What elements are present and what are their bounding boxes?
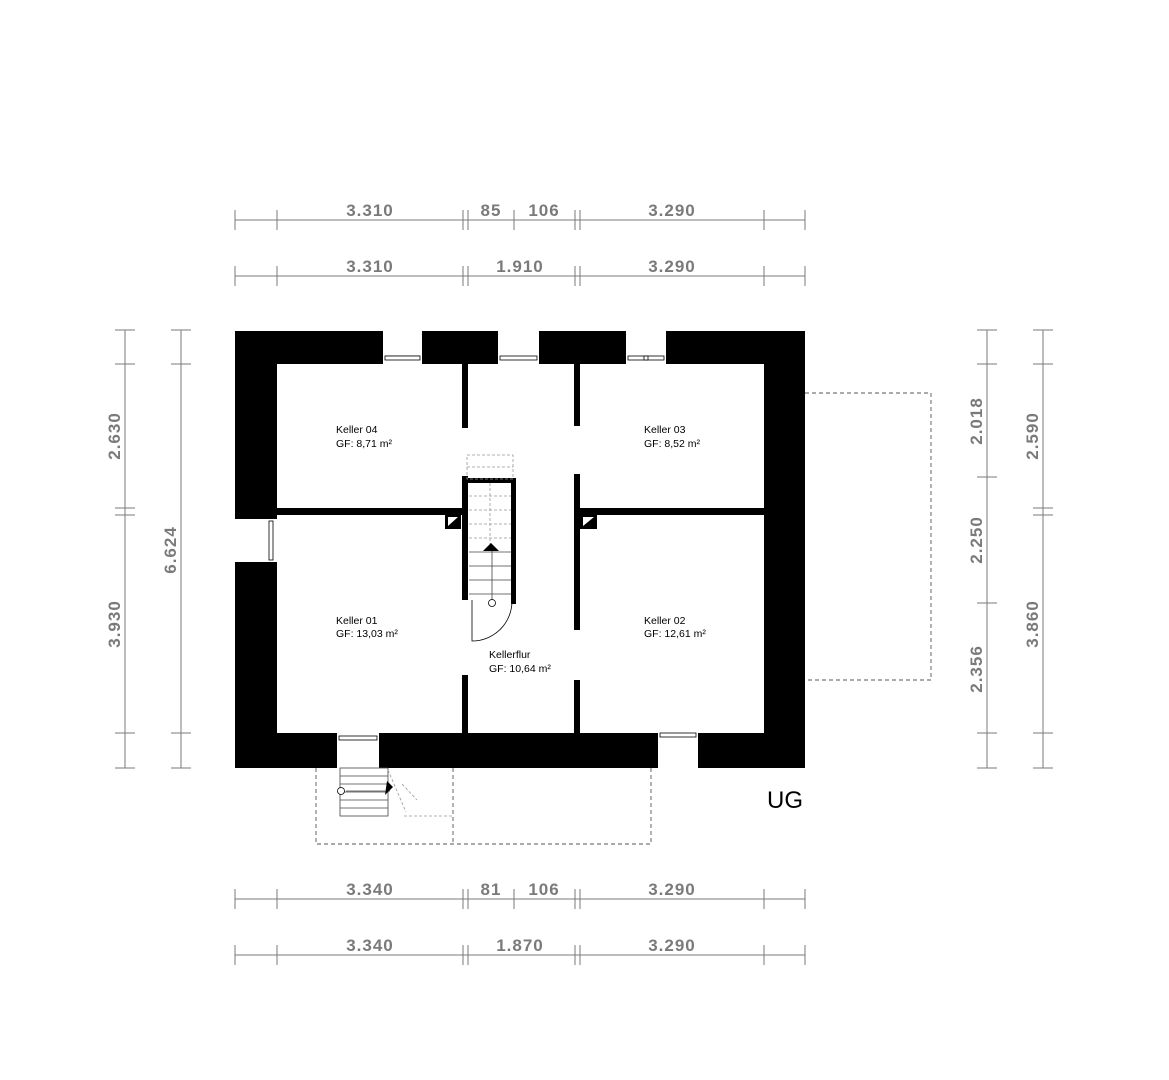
dim-top1-a: 3.310 [346,201,394,220]
dim-left-outer: 6.624 [161,526,180,574]
top-dimension-chain-1: 3.310 85 106 3.290 [234,201,806,230]
dim-bottom1-a: 3.340 [346,880,394,899]
bottom-dimension-chain-2: 3.340 1.870 3.290 [234,936,806,965]
interior-stair-icon [466,454,514,642]
room-name-keller-03: Keller 03 [644,424,686,436]
outdoor-outlines [315,392,932,845]
walls [235,331,805,768]
room-label-keller-02: Keller 02 GF: 12,61 m² [644,615,706,640]
dim-right-outer-a: 2.590 [1023,412,1042,460]
room-area-keller-01: GF: 13,03 m² [336,628,398,640]
room-name-keller-02: Keller 02 [644,615,686,627]
dim-right-inner-b: 2.250 [967,516,986,564]
room-label-keller-04: Keller 04 GF: 8,71 m² [336,424,393,450]
dim-top2-a: 3.310 [346,257,394,276]
room-label-keller-03: Keller 03 GF: 8,52 m² [644,424,701,450]
dim-bottom1-d: 3.290 [648,880,696,899]
room-area-keller-03: GF: 8,52 m² [644,438,701,450]
left-dimension-chain-outer: 6.624 [161,329,191,769]
windows [235,331,698,768]
dim-top1-d: 3.290 [648,201,696,220]
exterior-stair-icon [337,767,453,817]
dim-top1-b: 85 [481,201,502,220]
dim-right-inner-c: 2.356 [967,645,986,693]
dim-top2-c: 3.290 [648,257,696,276]
level-label: UG [767,787,803,814]
right-dimension-chain-inner: 2.018 2.250 2.356 [967,329,997,769]
room-name-keller-01: Keller 01 [336,615,378,627]
bottom-dimension-chain-1: 3.340 81 106 3.290 [234,880,806,909]
left-dimension-chain-inner: 2.630 3.930 [105,329,135,769]
dim-bottom2-c: 3.290 [648,936,696,955]
right-dimension-chain-outer: 2.590 3.860 [1023,329,1053,769]
dim-top2-b: 1.910 [496,257,544,276]
dim-left-inner-b: 3.930 [105,600,124,648]
room-area-kellerflur: GF: 10,64 m² [489,663,551,675]
dim-bottom2-a: 3.340 [346,936,394,955]
dim-right-inner-a: 2.018 [967,397,986,445]
dim-right-outer-b: 3.860 [1023,600,1042,648]
dim-left-inner-a: 2.630 [105,412,124,460]
top-dimension-chain-2: 3.310 1.910 3.290 [234,257,806,286]
room-area-keller-02: GF: 12,61 m² [644,628,706,640]
dim-bottom1-b: 81 [481,880,502,899]
room-area-keller-04: GF: 8,71 m² [336,438,393,450]
chimneys [445,514,597,529]
dim-bottom2-b: 1.870 [496,936,544,955]
room-name-kellerflur: Kellerflur [489,649,531,661]
dim-bottom1-c: 106 [528,880,559,899]
room-label-keller-01: Keller 01 GF: 13,03 m² [336,615,398,640]
dim-top1-c: 106 [528,201,559,220]
room-label-kellerflur: Kellerflur GF: 10,64 m² [489,649,551,675]
room-name-keller-04: Keller 04 [336,424,378,436]
